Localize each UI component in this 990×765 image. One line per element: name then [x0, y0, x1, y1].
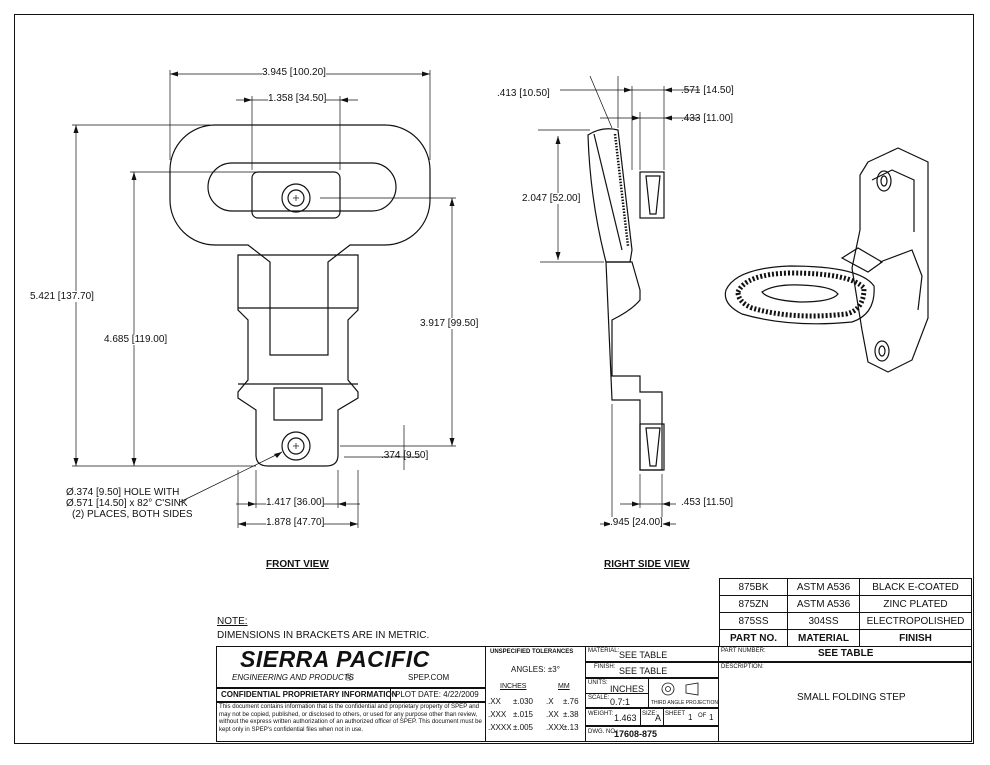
note-heading: NOTE: [217, 616, 248, 627]
tolerance-mm-header: MM [558, 683, 570, 690]
sheet-label: SHEET [665, 711, 686, 717]
dim-slot-width: 1.358 [34.50] [268, 93, 327, 104]
dim-inner-base: 1.417 [36.00] [266, 497, 325, 508]
tol-mm-1: .XX [546, 710, 559, 719]
dim-hole-to-hole: 4.685 [119.00] [104, 334, 168, 345]
dim-hole-offset: .374 [9.50] [381, 450, 429, 461]
third-angle-projection-icon [661, 682, 699, 696]
plot-date-divider [390, 688, 391, 702]
material-cell: 304SS [787, 612, 860, 630]
of-label: OF [698, 713, 707, 719]
scale-label: SCALE: [588, 695, 610, 701]
dim-bottom-lip: .453 [11.50] [681, 497, 734, 508]
part-number-label: PART NUMBER: [721, 648, 766, 654]
finish-cell: BLACK E-COATED [859, 578, 972, 596]
registered-icon: Ⓡ [345, 673, 353, 682]
material-label: MATERIAL: [588, 648, 620, 654]
tol-in-0: .XX [488, 697, 501, 706]
table-header-row: PART NO. MATERIAL FINISH [719, 629, 972, 647]
front-view-title: FRONT VIEW [266, 559, 329, 570]
dim-depth: .945 [24.00] [610, 517, 663, 528]
projection-label: THIRD ANGLE PROJECTION [651, 700, 718, 706]
finish-value: SEE TABLE [619, 666, 668, 676]
material-cell: ASTM A536 [787, 595, 860, 613]
table-row: 875SS 304SS ELECTROPOLISHED [719, 612, 972, 630]
plot-date: PLOT DATE: 4/22/2009 [395, 690, 479, 699]
dim-overall-width: 3.945 [100.20] [262, 67, 326, 78]
tol-mm-val-0: ±.76 [563, 697, 579, 706]
note-text: DIMENSIONS IN BRACKETS ARE IN METRIC. [217, 630, 430, 641]
disclaimer-text: This document contains information that … [219, 703, 482, 733]
of-value: 1 [709, 713, 714, 722]
tolerance-angles: ANGLES: ±3° [511, 665, 560, 674]
weight-value: 1.463 [614, 713, 637, 723]
tol-in-val-1: ±.015 [513, 710, 533, 719]
dwg-label: DWG. NO.: [588, 729, 619, 735]
dim-top-depth: .571 [14.50] [681, 85, 734, 96]
tolerance-heading: UNSPECIFIED TOLERANCES [490, 649, 574, 655]
header-material: MATERIAL [787, 629, 860, 647]
size-value: A [655, 713, 662, 723]
description-label: DESCRIPTION: [721, 664, 764, 670]
scale-value: 0.7:1 [610, 697, 631, 707]
size-label: SIZE: [642, 711, 658, 717]
company-website: SPEP.COM [408, 673, 450, 682]
table-row: 875BK ASTM A536 BLACK E-COATED [719, 578, 972, 596]
part-number-value: SEE TABLE [818, 648, 874, 659]
part-number-box [718, 646, 972, 662]
tol-in-val-2: ±.005 [513, 723, 533, 732]
tol-mm-0: .X [546, 697, 554, 706]
finish-cell: ZINC PLATED [859, 595, 972, 613]
confidential-label: CONFIDENTIAL PROPRIETARY INFORMATION [221, 690, 398, 699]
part-no-cell: 875SS [719, 612, 788, 630]
dim-tread-thickness: .413 [10.50] [497, 88, 550, 99]
sheet-value: 1 [688, 713, 693, 722]
dwg-number: 17608-875 [614, 729, 658, 739]
tolerance-inches-header: INCHES [500, 683, 527, 690]
tol-in-2: .XXXX [488, 723, 512, 732]
dim-tread-length: 2.047 [52.00] [522, 193, 581, 204]
sheet-divider [663, 708, 664, 726]
company-name: SIERRA PACIFIC [240, 646, 430, 672]
dim-overall-height: 5.421 [137.70] [30, 291, 94, 302]
units-label: UNITS: [588, 680, 608, 686]
material-value: SEE TABLE [619, 650, 668, 660]
company-subtitle: ENGINEERING AND PRODUCTS [232, 673, 354, 682]
weight-label: WEIGHT: [588, 711, 613, 717]
tol-mm-val-1: ±.38 [563, 710, 579, 719]
hole-note-line-1: Ø.374 [9.50] HOLE WITH [66, 487, 180, 498]
tol-mm-2: .XXX [546, 723, 565, 732]
finish-cell: ELECTROPOLISHED [859, 612, 972, 630]
hole-note-line-2: Ø.571 [14.50] x 82° C'SINK [66, 498, 188, 509]
description-value: SMALL FOLDING STEP [797, 692, 906, 703]
tol-in-val-0: ±.030 [513, 697, 533, 706]
size-divider [640, 708, 641, 726]
part-no-cell: 875BK [719, 578, 788, 596]
finish-label: FINISH: [594, 664, 616, 670]
description-box [718, 662, 972, 742]
tol-mm-val-2: ±.13 [563, 723, 579, 732]
header-part-no: PART NO. [719, 629, 788, 647]
table-row: 875ZN ASTM A536 ZINC PLATED [719, 595, 972, 613]
header-finish: FINISH [859, 629, 972, 647]
material-cell: ASTM A536 [787, 578, 860, 596]
dim-wall: .433 [11.00] [681, 113, 734, 124]
tol-in-1: .XXX [488, 710, 507, 719]
part-no-cell: 875ZN [719, 595, 788, 613]
parts-table: 875BK ASTM A536 BLACK E-COATED 875ZN AST… [719, 578, 972, 647]
dim-arm-height: 3.917 [99.50] [420, 318, 479, 329]
side-view-title: RIGHT SIDE VIEW [604, 559, 690, 570]
scale-row [585, 693, 649, 708]
drawing-border [14, 14, 974, 744]
dim-outer-base: 1.878 [47.70] [266, 517, 325, 528]
units-value: INCHES [610, 684, 645, 694]
hole-note-line-3: (2) PLACES, BOTH SIDES [72, 509, 193, 520]
